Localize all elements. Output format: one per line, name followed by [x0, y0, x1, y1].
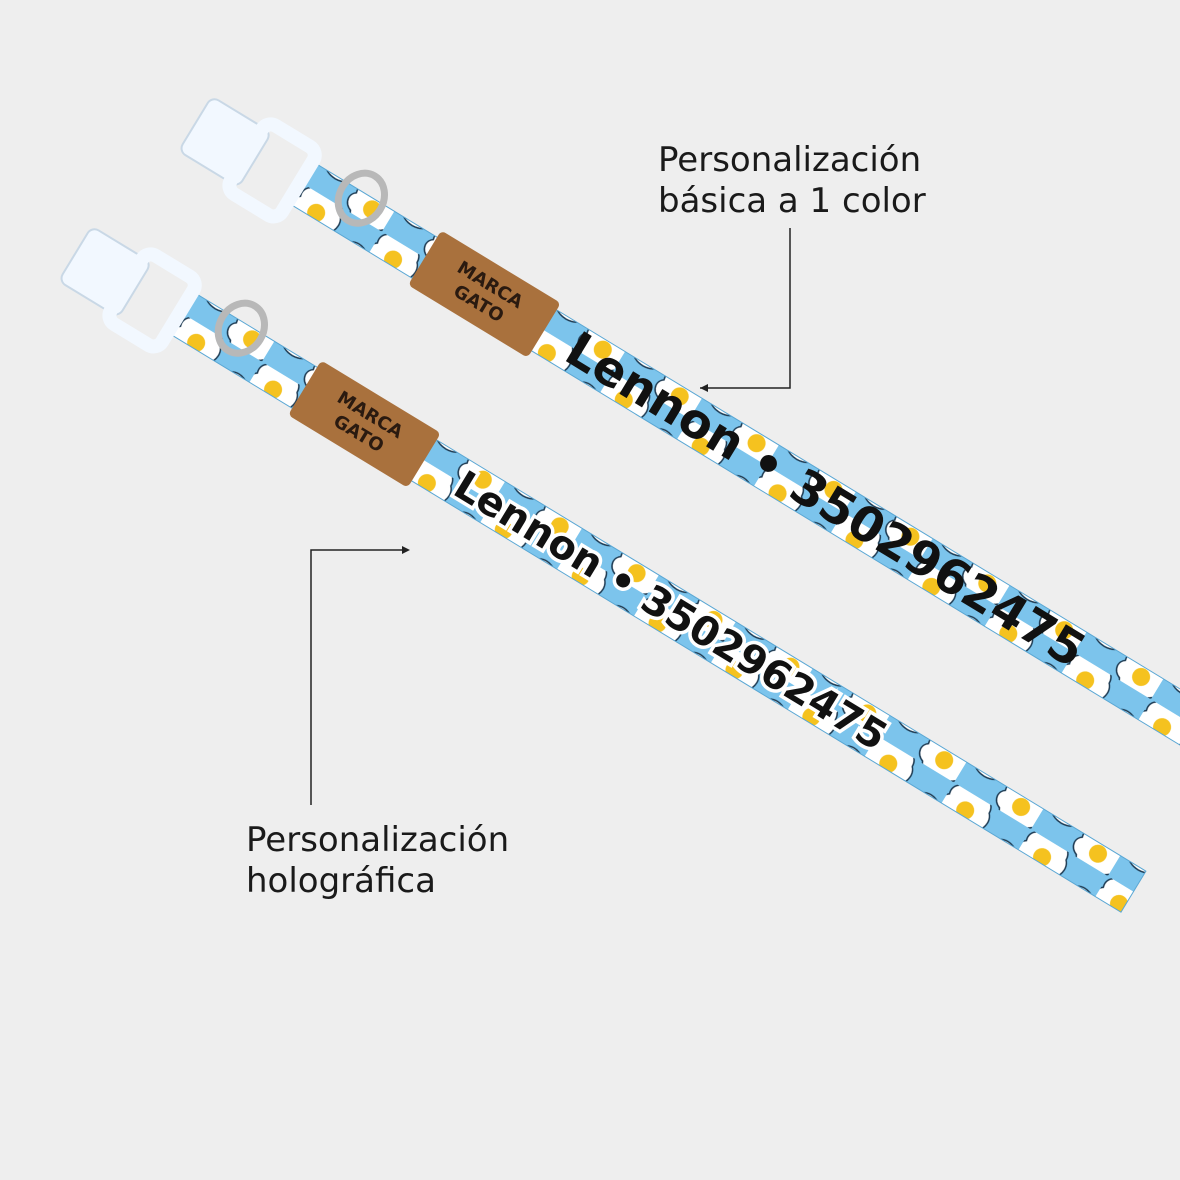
- leader-holographic: [310, 546, 410, 805]
- callout-basic-line1: Personalización: [658, 140, 922, 180]
- arrow-right-icon: [402, 546, 410, 554]
- brand-tag-basic: MARCA GATO: [409, 232, 560, 356]
- engraving-basic: Lennon • 3502962475: [556, 321, 1095, 679]
- callout-basic: Personalización básica a 1 color: [658, 140, 926, 222]
- arrow-left-icon: [700, 384, 708, 392]
- buckle-basic: [180, 98, 322, 224]
- callout-holographic-line1: Personalización: [246, 820, 510, 860]
- d-ring-icon: [214, 299, 268, 357]
- leader-basic: [700, 228, 791, 392]
- d-ring-icon: [334, 169, 388, 227]
- callout-basic-line2: básica a 1 color: [658, 181, 926, 221]
- callout-holographic-line2: holográfica: [246, 861, 436, 901]
- callout-holographic: Personalización holográfica: [246, 820, 509, 902]
- buckle-holographic: [60, 228, 202, 354]
- brand-tag-holographic: MARCA GATO: [289, 362, 440, 486]
